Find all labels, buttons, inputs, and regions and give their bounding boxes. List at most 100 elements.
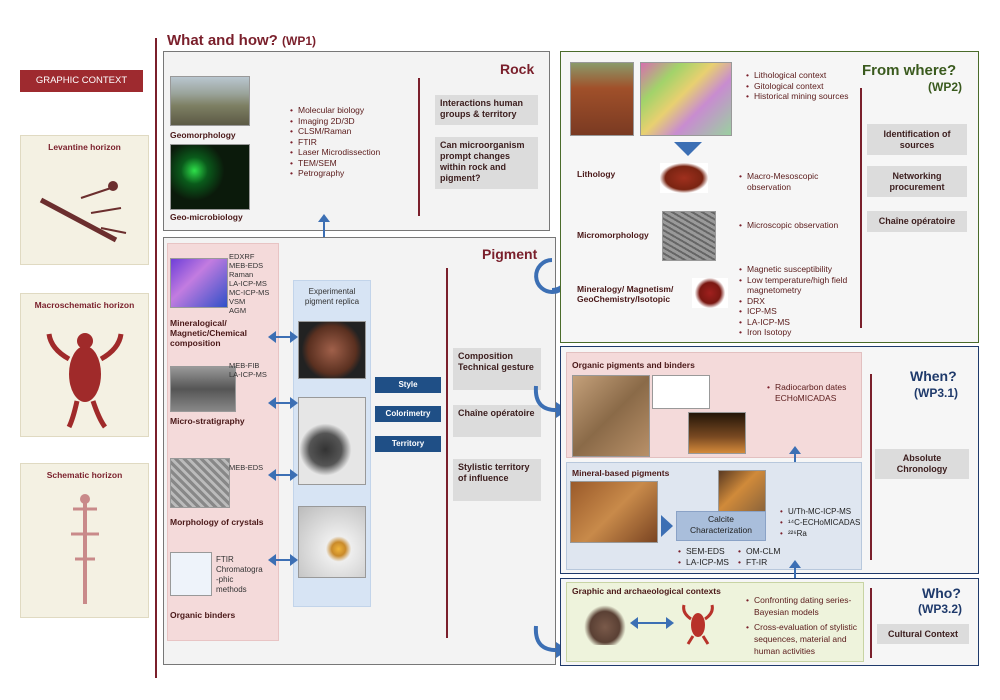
micro-methods: MEB-FIB LA-ICP-MS (229, 361, 267, 379)
list-item: LA-ICP-MS (678, 557, 729, 568)
rock-question-microorganism: Can microorganism prompt changes within … (435, 137, 538, 189)
from-where-box-chaine: Chaîne opératoire (867, 211, 967, 232)
when-divider (870, 374, 872, 560)
lithology-list: Macro-Mesoscopic observation (737, 171, 857, 192)
rock-methods-list: Molecular biology Imaging 2D/3D CLSM/Ram… (288, 105, 380, 179)
macroschematic-horizon-panel: Macroschematic horizon (20, 293, 149, 437)
geo-microbiology-label: Geo-microbiology (170, 212, 243, 222)
who-wp: (WP3.2) (918, 602, 963, 616)
crystals-label: Morphology of crystals (170, 517, 264, 527)
from-where-divider (860, 88, 862, 328)
list-item: Historical mining sources (746, 91, 849, 102)
list-item: ²²⁶Ra (780, 528, 860, 539)
graphic-context-label: GRAPHIC CONTEXT (20, 70, 143, 92)
organic-binders-label: Organic binders (170, 610, 236, 620)
list-item: Laser Microdissection (290, 147, 380, 158)
list-item: U/Th-MC-ICP-MS (780, 506, 860, 517)
list-item: FT-IR (738, 557, 780, 568)
micro-stratigraphy-image (170, 366, 236, 412)
mineral-cave-image (570, 481, 658, 543)
pigment-divider (446, 268, 448, 638)
list-item: TEM/SEM (290, 158, 380, 169)
micro-replica-arrow (268, 397, 298, 409)
style-button[interactable]: Style (375, 377, 441, 393)
outcrop-image (570, 62, 634, 136)
page-title: What and how? (WP1) (167, 32, 316, 49)
pigment-box-stylistic: Stylistic territory of influence (453, 459, 541, 501)
mineral-pigments-list: U/Th-MC-ICP-MS ¹⁴C-ECHoMICADAS ²²⁶Ra (778, 506, 860, 539)
list-item: ICP-MS (739, 306, 867, 317)
mineral-replica-arrow (268, 331, 298, 343)
from-where-title: From where? (862, 62, 957, 79)
list-item: Magnetic susceptibility (739, 264, 867, 275)
when-wp: (WP3.1) (914, 386, 959, 400)
lithology-label: Lithology (577, 169, 616, 179)
rock-divider (418, 78, 420, 216)
mineral-label: Mineralogical/ Magnetic/Chemical composi… (170, 318, 247, 348)
from-where-box-networking: Networking procurement (867, 166, 967, 197)
micromorphology-image (662, 211, 716, 261)
macroschematic-figure-image (46, 333, 124, 429)
list-item: Gitological context (746, 81, 848, 92)
list-item: DRX (739, 296, 867, 307)
geological-map-image (640, 62, 732, 136)
down-triangle-icon (674, 142, 702, 156)
main-divider (155, 38, 157, 678)
schematic-horizon-panel: Schematic horizon (20, 463, 149, 618)
replica-title: Experimental pigment replica (304, 287, 360, 306)
mineralogy-image (692, 278, 728, 308)
list-item: Molecular biology (290, 105, 380, 116)
list-item: CLSM/Raman (290, 126, 380, 137)
crystal-methods: MEB-EDS (229, 463, 264, 472)
list-item: OM-CLM (738, 546, 781, 557)
right-triangle-icon (661, 515, 673, 537)
levantine-figure-image (39, 181, 127, 243)
list-item: Low temperature/high field magnetometry (739, 275, 867, 296)
red-figure-image (682, 604, 714, 645)
schematic-horizon-title: Schematic horizon (46, 470, 123, 480)
calcite-label: Calcite Characterization (690, 514, 752, 535)
list-item: Iron Isotopy (739, 327, 867, 338)
list-item: ¹⁴C-ECHoMICADAS (780, 517, 860, 528)
organic-chart-image (170, 552, 212, 596)
mineralogy-list: Magnetic susceptibility Low temperature/… (737, 264, 867, 338)
organic-cave-dark-image (688, 412, 746, 454)
micromorphology-list: Microscopic observation (737, 220, 838, 231)
crystal-replica-arrow (268, 469, 298, 481)
list-item: Radiocarbon dates ECHoMICADAS (767, 382, 867, 403)
list-item: Macro-Mesoscopic observation (739, 171, 857, 192)
organic-pigments-title: Organic pigments and binders (572, 360, 695, 370)
from-where-top-list: Lithological context Gitological context… (744, 70, 849, 102)
list-item: SEM-EDS (678, 546, 729, 557)
graphic-contexts-title: Graphic and archaeological contexts (572, 586, 721, 596)
schematic-figure-image (71, 494, 99, 604)
pigment-title: Pigment (482, 246, 538, 262)
replica-image-2 (298, 397, 366, 485)
list-item: Microscopic observation (739, 220, 838, 231)
geomorphology-image (170, 76, 250, 126)
mineral-methods: EDXRF MEB-EDS Raman LA-ICP-MS MC-ICP-MS … (229, 252, 270, 315)
mineral-pigments-title: Mineral-based pigments (572, 468, 670, 478)
list-item: LA-ICP-MS (739, 317, 867, 328)
replica-image-3 (298, 506, 366, 578)
lithology-image (660, 163, 708, 193)
pigment-box-composition: Composition Technical gesture (453, 348, 541, 390)
calcite-box (676, 511, 766, 541)
colorimetry-button[interactable]: Colorimetry (375, 406, 441, 422)
territory-button[interactable]: Territory (375, 436, 441, 452)
who-list: Confronting dating series-Bayesian model… (744, 594, 866, 657)
list-item: Imaging 2D/3D (290, 116, 380, 127)
absolute-chronology-box: Absolute Chronology (875, 449, 969, 479)
micromorphology-label: Micromorphology (577, 230, 649, 240)
mineralogy-label: Mineralogy/ Magnetism/ GeoChemistry/Isot… (577, 284, 674, 304)
pigment-box-chaine: Chaîne opératoire (453, 405, 541, 437)
crystals-image (170, 458, 230, 508)
mineral-bottom-right-list: OM-CLM FT-IR (736, 546, 781, 568)
from-where-box-identification: Identification of sources (867, 124, 967, 155)
when-title: When? (910, 368, 957, 384)
rock-title: Rock (500, 61, 535, 77)
list-item: Lithological context (746, 70, 848, 81)
replica-image-1 (298, 321, 366, 379)
organic-replica-arrow (268, 554, 298, 566)
micro-stratigraphy-label: Micro-stratigraphy (170, 416, 245, 426)
